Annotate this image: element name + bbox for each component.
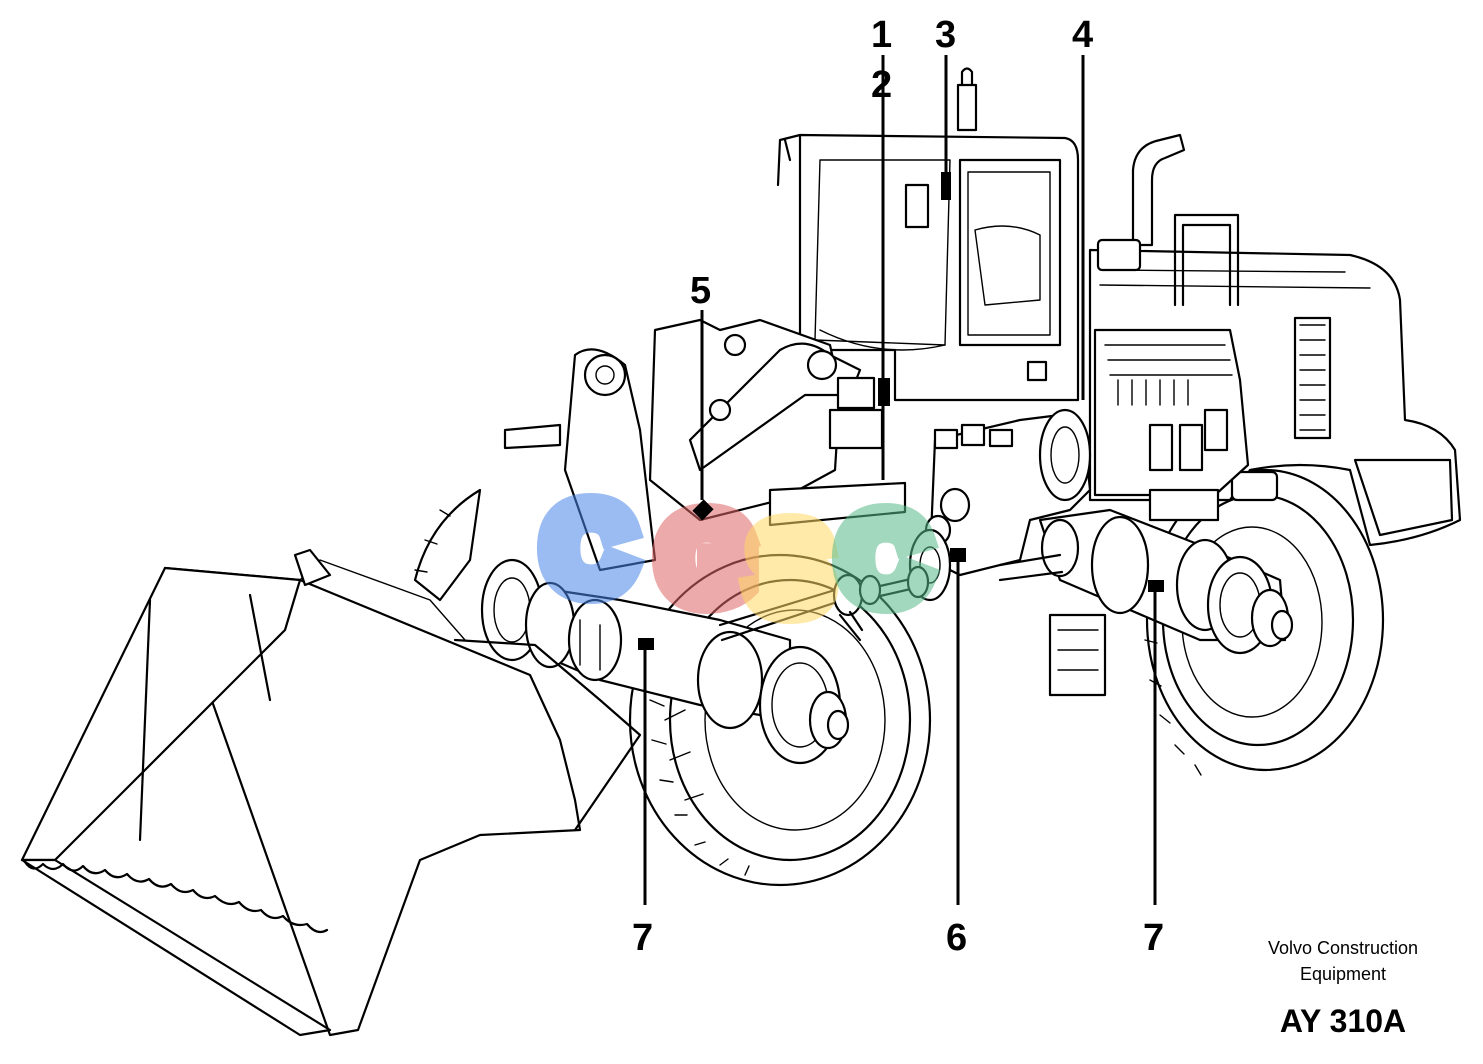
figure-code: AY 310A [1280, 1003, 1406, 1039]
credit-line-1: Volvo Construction [1268, 938, 1418, 958]
callout-2: 2 [871, 64, 892, 106]
left-front-wheel [413, 488, 482, 602]
callout-5: 5 [690, 270, 711, 312]
callout-3: 3 [935, 14, 956, 56]
engine [1093, 328, 1250, 522]
propeller-shaft [718, 565, 930, 642]
transmission [908, 408, 1092, 602]
watermark-letter-3: S [750, 502, 830, 636]
rear-axle [998, 508, 1294, 697]
bucket [20, 548, 642, 1037]
watermark-letter-4: C [840, 492, 927, 626]
operator-cab [776, 67, 1080, 402]
watermark-letter-1: C [545, 482, 632, 616]
callout-numbers: 1 2 3 4 5 6 7 7 [632, 14, 1164, 959]
front-axle [480, 558, 850, 765]
callout-4: 4 [1072, 14, 1093, 56]
callout-leaders [638, 55, 1164, 905]
credit-line-2: Equipment [1300, 964, 1386, 984]
callout-7-front-axle: 7 [632, 917, 653, 959]
watermark: C G S C [532, 469, 940, 649]
front-frame-lift-arms [503, 318, 907, 572]
callout-7-rear-axle: 7 [1143, 917, 1164, 959]
figure-footer: Volvo Construction Equipment AY 310A [1268, 938, 1418, 1039]
callout-1: 1 [871, 14, 892, 56]
callout-6: 6 [946, 917, 967, 959]
